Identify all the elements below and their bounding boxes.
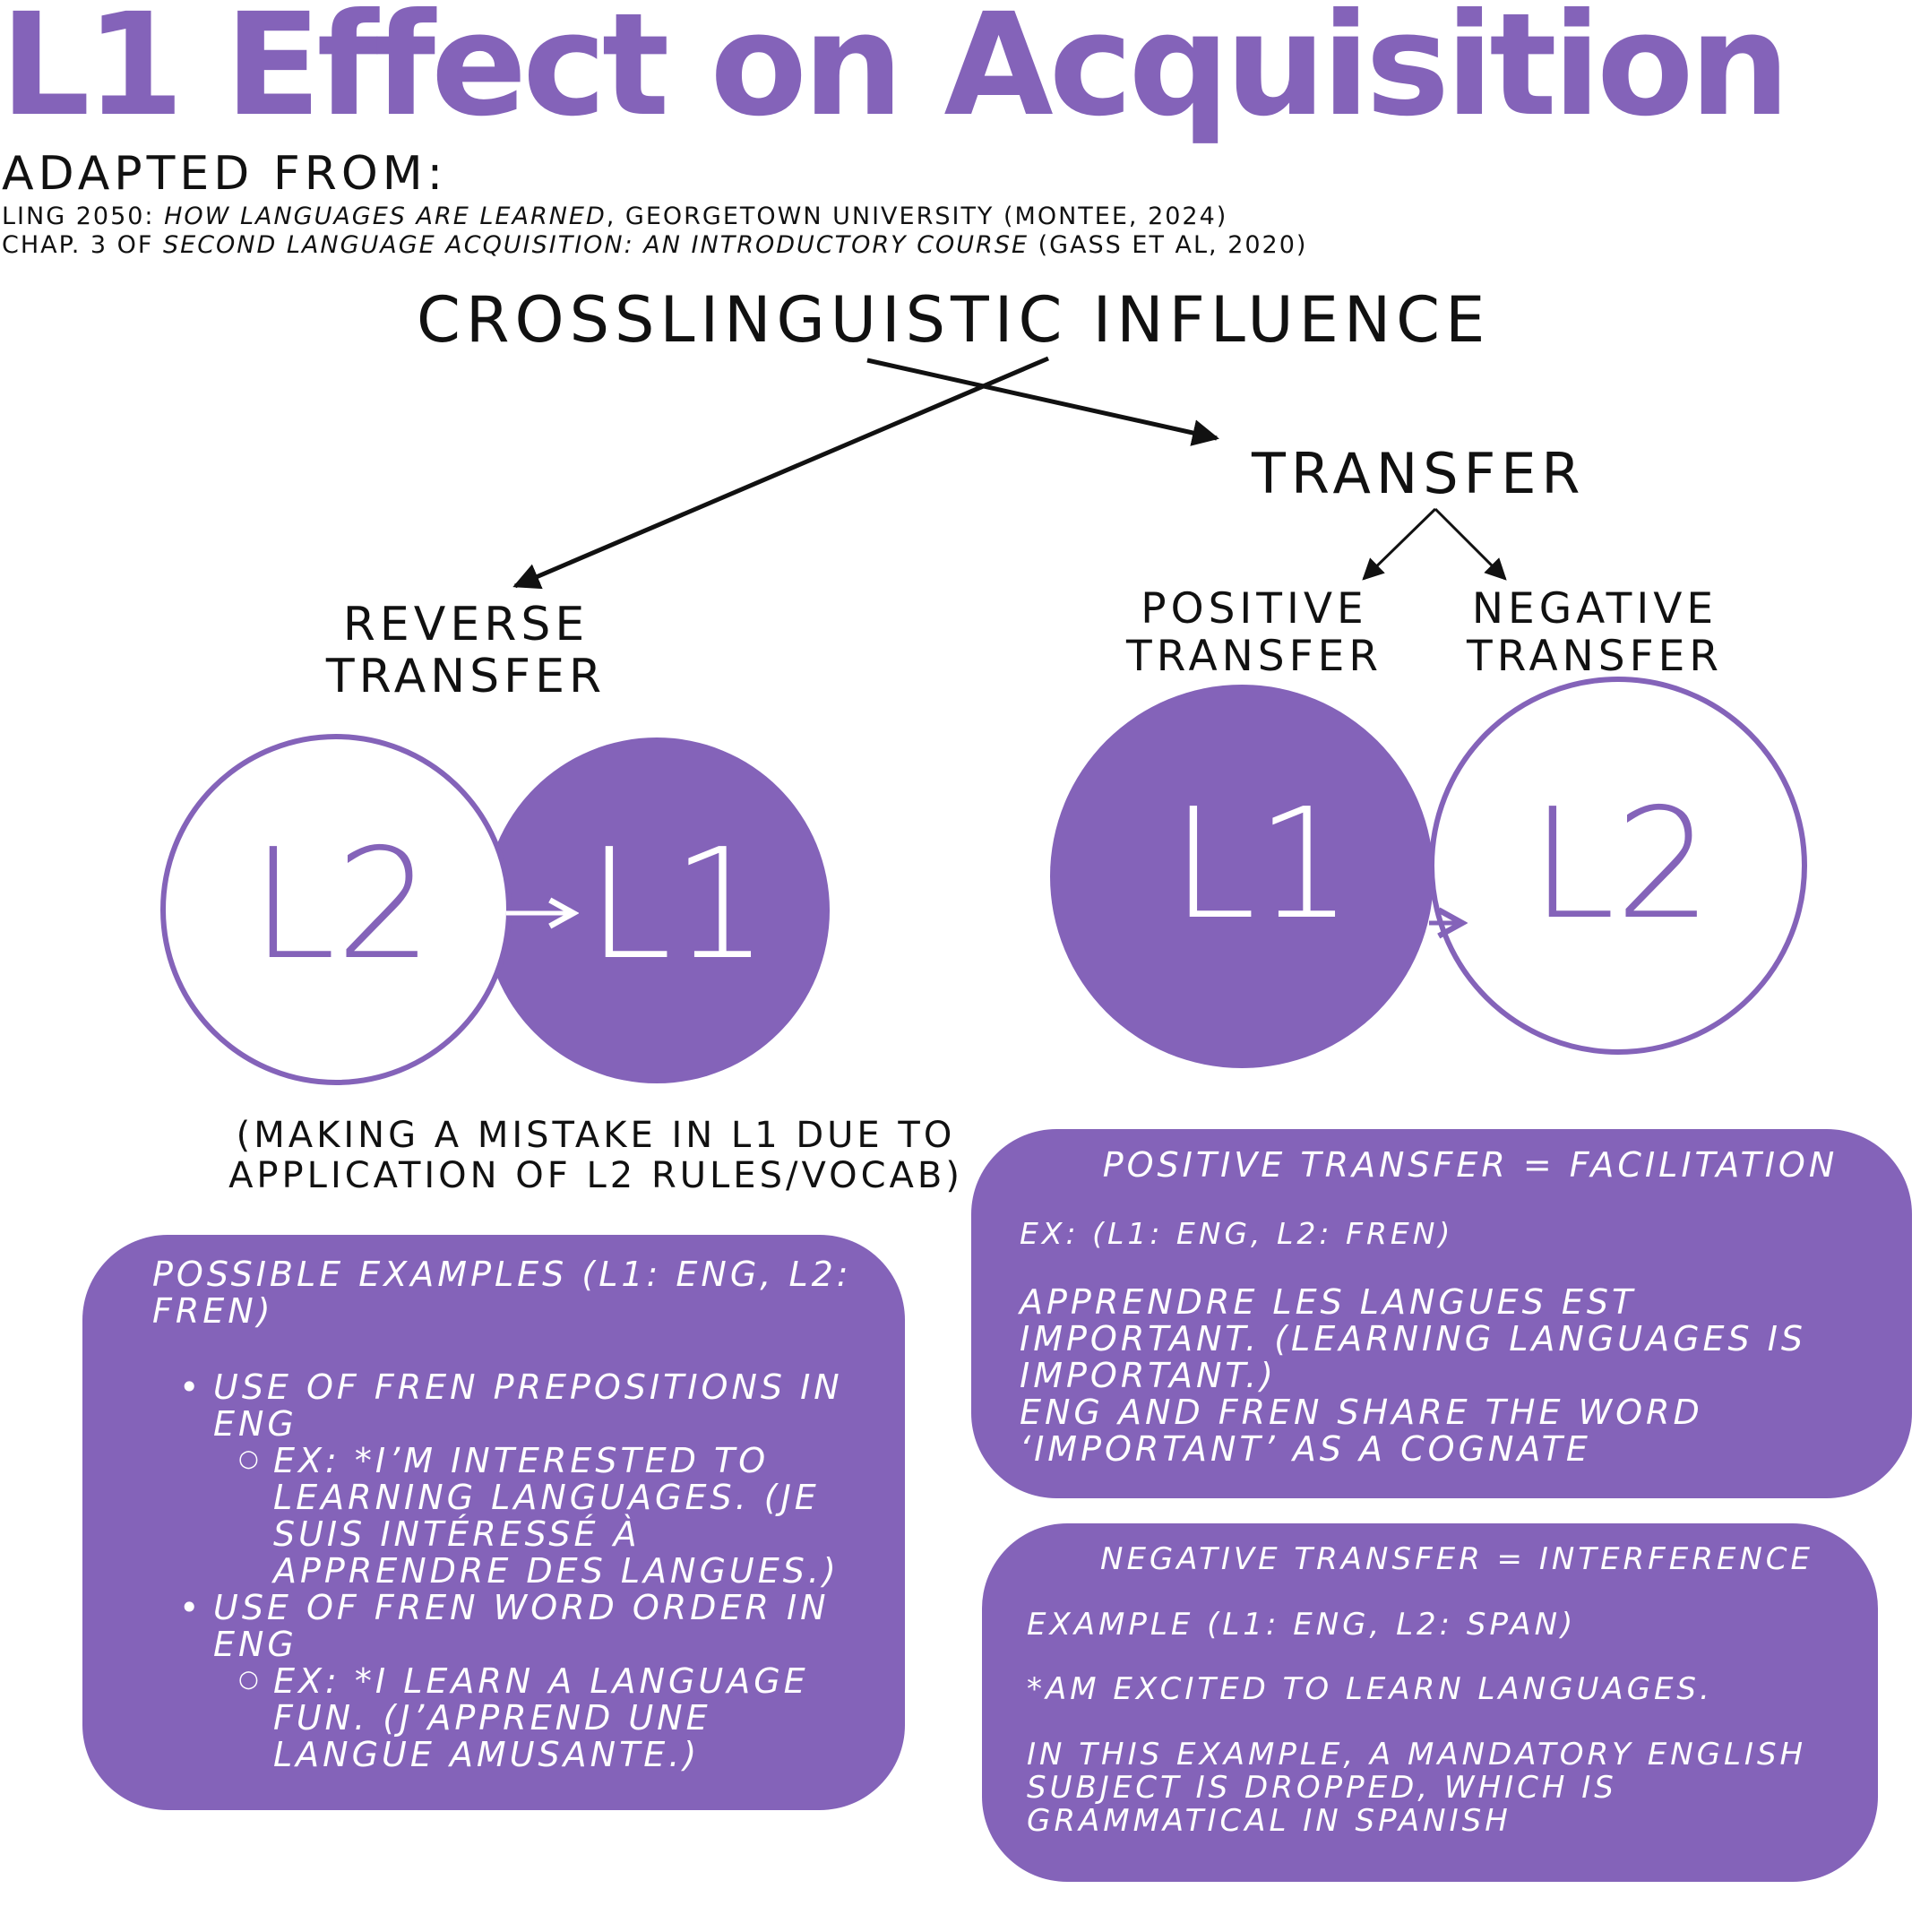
arrow-to-reverse-transfer <box>512 356 1049 590</box>
positive-example-label: EX: (L1: ENG, L2: FREN) <box>1020 1216 1454 1252</box>
reverse-l1-text: L1 <box>587 816 769 994</box>
negative-example-sentence: *AM EXCITED TO LEARN LANGUAGES. <box>1027 1671 1713 1708</box>
reverse-examples-heading: POSSIBLE EXAMPLES (L1: ENG, L2:FREN) <box>152 1255 852 1332</box>
arrow-to-positive-transfer <box>1362 507 1437 581</box>
page-title: L1 Effect on Acquisition <box>0 0 1790 148</box>
crosslinguistic-influence-label: CROSSLINGUISTIC INFLUENCE <box>417 283 1491 357</box>
adapted-from-label: ADAPTED FROM: <box>2 147 448 201</box>
transfer-l1-text: L1 <box>1171 776 1353 953</box>
negative-transfer-box: NEGATIVE TRANSFER = INTERFERENCE EXAMPLE… <box>982 1523 1878 1882</box>
arrow-to-negative-transfer <box>1434 507 1507 581</box>
arrow-to-transfer <box>866 358 1219 446</box>
reverse-l2-text: L2 <box>251 816 433 994</box>
negative-example-label: EXAMPLE (L1: ENG, L2: SPAN) <box>1027 1606 1577 1643</box>
source-citation-2: CHAP. 3 OF SECOND LANGUAGE ACQUISITION: … <box>2 231 1308 259</box>
positive-transfer-box: POSITIVE TRANSFER = FACILITATION EX: (L1… <box>971 1129 1912 1498</box>
negative-transfer-heading: NEGATIVE TRANSFER = INTERFERENCE <box>1100 1541 1813 1577</box>
transfer-l1-circle <box>1050 685 1434 1068</box>
reverse-l1-circle <box>484 737 830 1083</box>
reverse-examples-box: POSSIBLE EXAMPLES (L1: ENG, L2:FREN) USE… <box>82 1235 905 1810</box>
transfer-label: TRANSFER <box>1252 441 1586 506</box>
positive-transfer-heading: POSITIVE TRANSFER = FACILITATION <box>1102 1145 1839 1185</box>
source-citation-1: LING 2050: HOW LANGUAGES ARE LEARNED, GE… <box>2 203 1228 230</box>
reverse-l2-circle <box>160 734 512 1085</box>
transfer-l2-text: L2 <box>1530 776 1712 953</box>
